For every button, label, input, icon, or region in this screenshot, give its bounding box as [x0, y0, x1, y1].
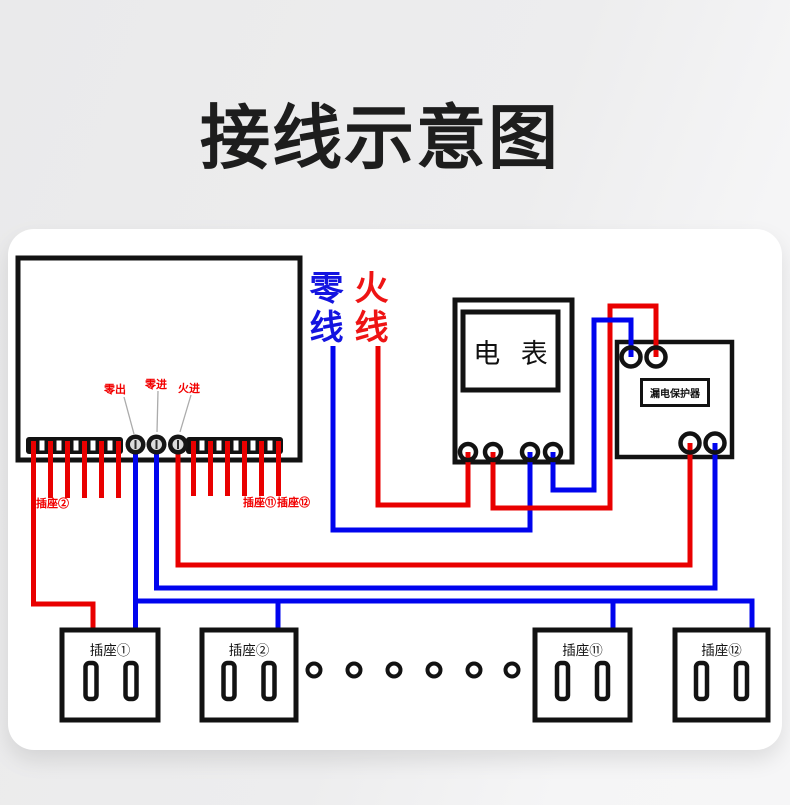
neutral-wire-label: 零线 [303, 270, 343, 348]
live-supply-wire [375, 346, 471, 508]
socket1-live-wire [31, 441, 96, 633]
control-box-outline [15, 255, 303, 463]
ellipsis-dots [305, 661, 521, 679]
socket2-box [199, 627, 299, 723]
zero-in-terminal [146, 434, 167, 455]
stub-label-socket2: 插座② [36, 498, 69, 510]
zero-out-terminal [125, 434, 146, 455]
socket12-box [672, 627, 771, 723]
meter-terminal-3 [519, 441, 541, 463]
live-wire-label: 火线 [348, 270, 388, 348]
socket2-label: 插座② [228, 643, 270, 659]
meter-terminal-2 [482, 441, 504, 463]
socket1-box [59, 627, 161, 723]
left-socket-stub-wires [48, 441, 121, 498]
neutral-supply-wire [330, 346, 533, 533]
neutral-bus-wire [135, 598, 755, 633]
socket11-box [532, 627, 633, 723]
page-title: 接线示意图 [200, 99, 560, 177]
socket1-slots [83, 660, 139, 702]
meter-to-protector-live-wire [490, 303, 659, 511]
socket2-slots [221, 660, 277, 702]
socket11-label: 插座⑪ [562, 643, 603, 659]
socket1-label: 插座① [89, 643, 131, 659]
meter-terminal-1 [457, 441, 479, 463]
zero-in-label: 零进 [145, 379, 167, 391]
meter-terminal-4 [542, 441, 564, 463]
meter-to-protector-neutral-wire [550, 317, 634, 493]
protector-to-box-neutral-wire [154, 443, 718, 591]
protector-top-left-terminal [619, 345, 643, 369]
protector-label: 漏电保护器 [640, 378, 710, 407]
stub-label-socket11: 插座⑪ [243, 497, 276, 509]
socket12-label: 插座⑫ [701, 643, 742, 659]
meter-display-window [460, 309, 561, 393]
protector-top-right-terminal [644, 345, 668, 369]
stub-label-socket12: 插座⑫ [277, 497, 310, 509]
meter-label: 电 表 [473, 338, 548, 370]
protector-bottom-right-terminal [703, 431, 727, 455]
right-socket-stub-wires [191, 441, 281, 496]
socket12-slots [693, 660, 750, 702]
protector-bottom-left-terminal [678, 431, 702, 455]
protector-to-box-live-wire [175, 443, 693, 568]
zero-in-leader-line [156, 390, 159, 433]
zero-out-leader-line [123, 396, 135, 435]
fire-in-terminal [168, 434, 188, 455]
terminal-strip-left [26, 437, 123, 454]
terminal-strip-right [186, 437, 283, 454]
fire-in-leader-line [179, 394, 192, 433]
zero-out-label: 零出 [104, 384, 126, 396]
fire-in-label: 火进 [178, 383, 200, 395]
socket11-slots [554, 660, 611, 702]
